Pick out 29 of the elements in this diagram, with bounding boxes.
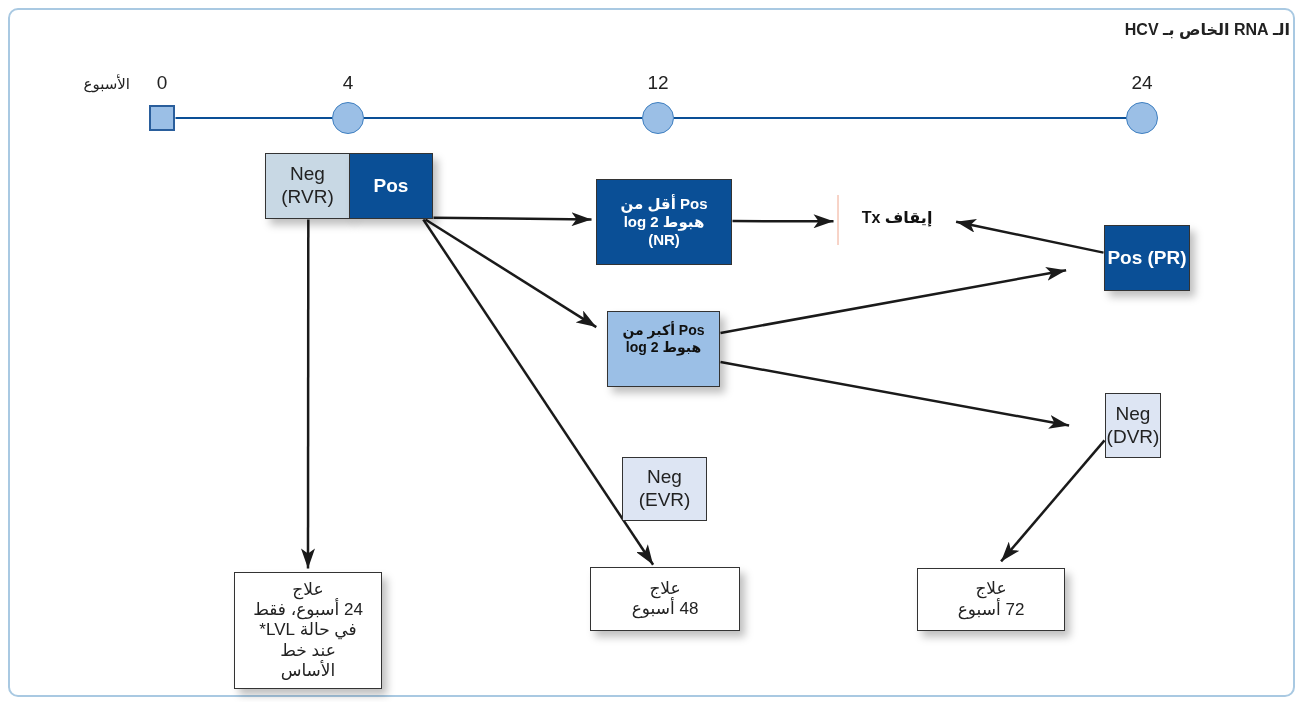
treatment-box: علاج 24 أسبوع، فقط في حالة LVL* عند خط الأساس [234, 572, 382, 689]
arrow [955, 218, 1104, 254]
arrow [422, 218, 655, 566]
arrow [433, 212, 592, 227]
treatment-box: علاج 48 أسبوع [590, 567, 740, 631]
arrow [301, 219, 315, 569]
arrow [1000, 439, 1106, 563]
arrow [424, 218, 597, 329]
diagram-title: الـ RNA الخاص بـ HCV [1124, 20, 1290, 39]
week-number: 24 [1130, 72, 1154, 94]
result-box: Pos أقل من هبوط 2 log (NR) [596, 179, 732, 265]
treatment-box: علاج 72 أسبوع [917, 568, 1065, 631]
timeline-line [673, 117, 1127, 119]
result-box: Pos [349, 153, 433, 219]
result-box: Pos أكبر من هبوط 2 log [607, 311, 720, 387]
arrow [720, 266, 1067, 335]
result-box: Neg (RVR) [265, 153, 350, 219]
timeline-line [363, 117, 643, 119]
result-box: Neg (DVR) [1105, 393, 1161, 458]
week-number: 12 [646, 72, 670, 94]
timeline-line [174, 117, 333, 119]
week-number: 4 [341, 72, 355, 94]
stop-label: إيقاف Tx [858, 204, 936, 231]
axis-label: الأسبوع [82, 75, 130, 93]
arrow [732, 214, 834, 229]
arrow [720, 360, 1070, 429]
result-box: Pos (PR) [1104, 225, 1190, 291]
week-number: 0 [155, 72, 169, 94]
result-box: Neg (EVR) [622, 457, 707, 521]
